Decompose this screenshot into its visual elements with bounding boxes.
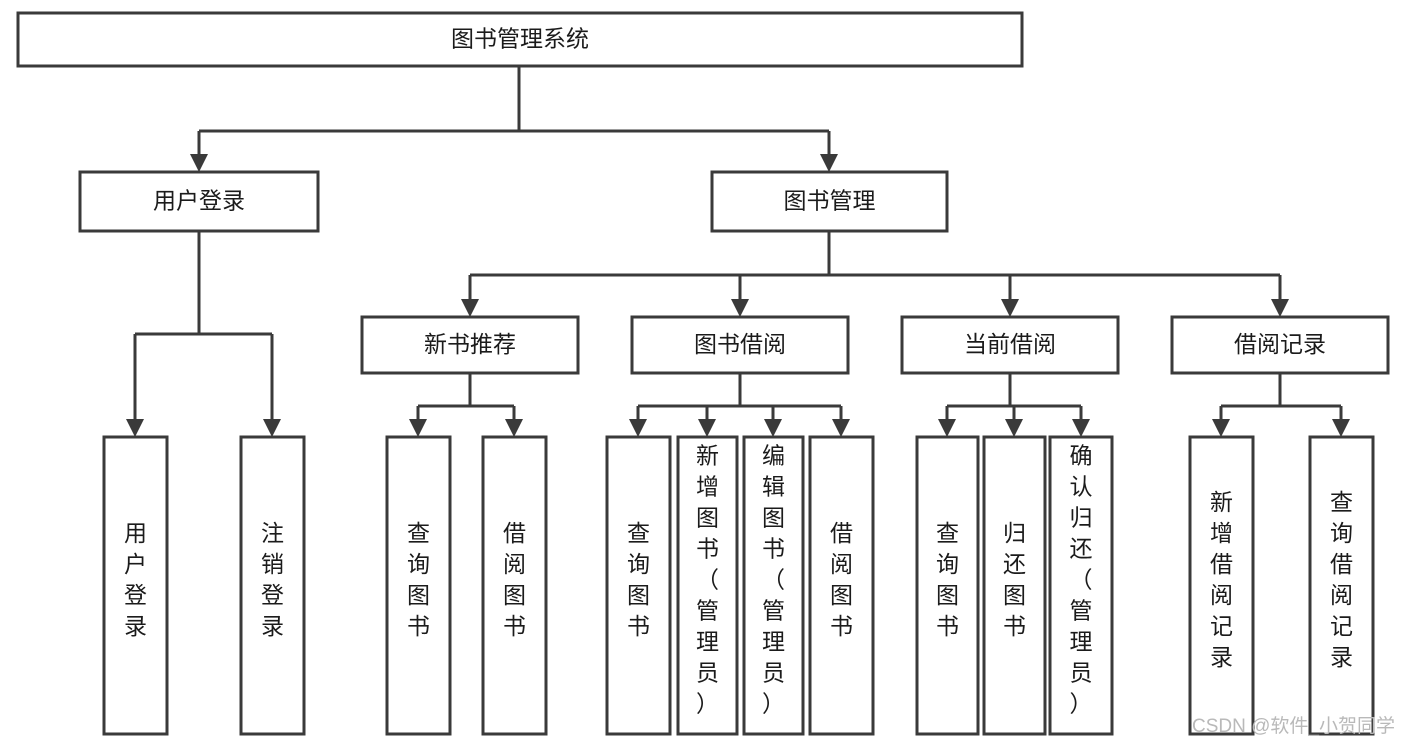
arrow-head-icon bbox=[731, 299, 749, 317]
connector-borrow-to-leaves bbox=[629, 373, 850, 437]
arrow-head-icon bbox=[1332, 419, 1350, 437]
node-leaf-add-book[interactable]: 新增图书（管理员） bbox=[676, 435, 739, 736]
node-label: 借阅图书 bbox=[503, 520, 526, 639]
node-box[interactable] bbox=[1188, 435, 1255, 736]
node-new-book-recommend[interactable]: 新书推荐 bbox=[360, 315, 580, 375]
arrow-head-icon bbox=[1212, 419, 1230, 437]
node-box[interactable] bbox=[1170, 315, 1390, 375]
node-leaf-edit-book[interactable]: 编辑图书（管理员） bbox=[742, 435, 805, 736]
node-box[interactable] bbox=[982, 435, 1047, 736]
node-box[interactable] bbox=[360, 315, 580, 375]
node-box[interactable] bbox=[1048, 435, 1114, 736]
arrow-head-icon bbox=[461, 299, 479, 317]
node-leaf-borrow-book-1[interactable]: 借阅图书 bbox=[481, 435, 548, 736]
node-user-login[interactable]: 用户登录 bbox=[78, 170, 320, 233]
node-box[interactable] bbox=[808, 435, 875, 736]
arrow-head-icon bbox=[1001, 299, 1019, 317]
node-label: 确认归还（管理员） bbox=[1070, 443, 1093, 717]
node-box[interactable] bbox=[239, 435, 306, 736]
node-leaf-return-book[interactable]: 归还图书 bbox=[982, 435, 1047, 736]
arrow-head-icon bbox=[1072, 419, 1090, 437]
node-box[interactable] bbox=[900, 315, 1120, 375]
node-box[interactable] bbox=[915, 435, 980, 736]
node-label: 查询图书 bbox=[627, 520, 650, 639]
node-box[interactable] bbox=[481, 435, 548, 736]
node-label: 查询借阅记录 bbox=[1330, 489, 1353, 670]
node-box[interactable] bbox=[710, 170, 949, 233]
node-leaf-logout-login[interactable]: 注销登录 bbox=[239, 435, 306, 736]
node-root[interactable]: 图书管理系统 bbox=[16, 11, 1024, 68]
node-box[interactable] bbox=[16, 11, 1024, 68]
node-leaf-confirm-return[interactable]: 确认归还（管理员） bbox=[1048, 435, 1114, 736]
node-box[interactable] bbox=[1308, 435, 1375, 736]
connector-current-to-leaves bbox=[938, 373, 1090, 437]
node-label: 图书借阅 bbox=[694, 331, 786, 357]
node-label: 借阅图书 bbox=[830, 520, 853, 639]
connector-userlogin-to-leaves bbox=[126, 231, 281, 437]
arrow-head-icon bbox=[820, 154, 838, 172]
node-leaf-user-login[interactable]: 用户登录 bbox=[102, 435, 169, 736]
arrow-head-icon bbox=[1005, 419, 1023, 437]
connector-recommend-to-leaves bbox=[409, 373, 523, 437]
arrow-head-icon bbox=[190, 154, 208, 172]
arrow-head-icon bbox=[126, 419, 144, 437]
arrow-head-icon bbox=[409, 419, 427, 437]
node-label: 当前借阅 bbox=[964, 331, 1056, 357]
arrow-head-icon bbox=[263, 419, 281, 437]
node-label: 查询图书 bbox=[407, 520, 430, 639]
node-label: 用户登录 bbox=[153, 188, 245, 214]
node-box[interactable] bbox=[605, 435, 672, 736]
node-leaf-borrow-book-2[interactable]: 借阅图书 bbox=[808, 435, 875, 736]
arrow-head-icon bbox=[1271, 299, 1289, 317]
connector-bookmanage-to-level3 bbox=[461, 231, 1289, 317]
arrow-head-icon bbox=[698, 419, 716, 437]
node-label: 新增图书（管理员） bbox=[696, 443, 719, 717]
node-label: 新增借阅记录 bbox=[1210, 489, 1233, 670]
node-leaf-query-book-3[interactable]: 查询图书 bbox=[915, 435, 980, 736]
connector-record-to-leaves bbox=[1212, 373, 1350, 437]
node-borrow-record[interactable]: 借阅记录 bbox=[1170, 315, 1390, 375]
node-label: 图书管理系统 bbox=[451, 26, 589, 52]
arrow-head-icon bbox=[764, 419, 782, 437]
node-label: 用户登录 bbox=[124, 520, 147, 639]
node-label: 编辑图书（管理员） bbox=[762, 443, 785, 717]
nodes-layer: 图书管理系统用户登录图书管理新书推荐图书借阅当前借阅借阅记录用户登录注销登录查询… bbox=[16, 11, 1390, 736]
node-label: 借阅记录 bbox=[1234, 331, 1326, 357]
node-box[interactable] bbox=[630, 315, 850, 375]
node-label: 图书管理 bbox=[784, 188, 876, 214]
node-box[interactable] bbox=[676, 435, 739, 736]
node-label: 新书推荐 bbox=[424, 331, 516, 357]
connectors-layer bbox=[126, 66, 1350, 437]
node-label: 注销登录 bbox=[261, 520, 284, 639]
node-leaf-query-book-1[interactable]: 查询图书 bbox=[385, 435, 452, 736]
node-label: 归还图书 bbox=[1003, 520, 1026, 639]
arrow-head-icon bbox=[505, 419, 523, 437]
node-leaf-query-book-2[interactable]: 查询图书 bbox=[605, 435, 672, 736]
arrow-head-icon bbox=[832, 419, 850, 437]
node-box[interactable] bbox=[102, 435, 169, 736]
node-book-borrow[interactable]: 图书借阅 bbox=[630, 315, 850, 375]
arrow-head-icon bbox=[938, 419, 956, 437]
csdn-watermark: CSDN @软件_小贺同学 bbox=[1192, 715, 1395, 737]
connector-root-to-level2 bbox=[190, 66, 838, 172]
node-label: 查询图书 bbox=[936, 520, 959, 639]
node-box[interactable] bbox=[742, 435, 805, 736]
node-box[interactable] bbox=[78, 170, 320, 233]
node-box[interactable] bbox=[385, 435, 452, 736]
node-leaf-add-record[interactable]: 新增借阅记录 bbox=[1188, 435, 1255, 736]
node-leaf-query-record[interactable]: 查询借阅记录 bbox=[1308, 435, 1375, 736]
node-current-borrow[interactable]: 当前借阅 bbox=[900, 315, 1120, 375]
node-book-manage[interactable]: 图书管理 bbox=[710, 170, 949, 233]
arrow-head-icon bbox=[629, 419, 647, 437]
